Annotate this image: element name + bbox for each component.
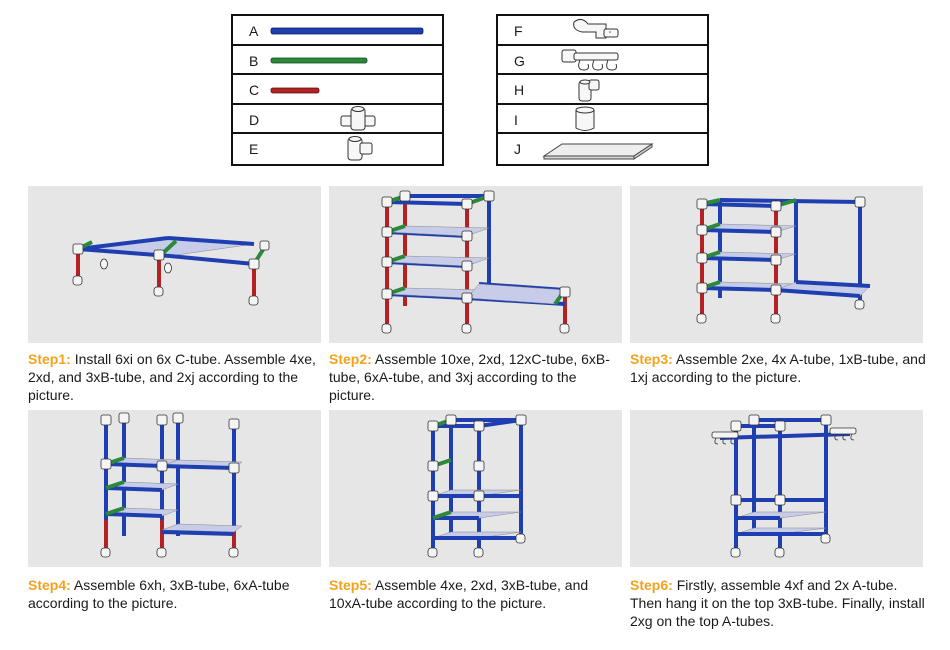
step-text: Assemble 4xe, 2xd, 3xB-tube, and 10xA-tu… xyxy=(329,577,589,611)
part-letter: B xyxy=(249,52,259,69)
step-label: Step1: xyxy=(28,351,71,367)
step4-rack-drawing xyxy=(100,412,243,558)
part-letter: G xyxy=(514,52,525,69)
part-letter: J xyxy=(514,141,521,158)
step-label: Step4: xyxy=(28,577,71,593)
part-letter: E xyxy=(249,141,259,158)
foot-cap-icon xyxy=(575,106,595,131)
part-row-a: A xyxy=(233,16,442,46)
part-letter: I xyxy=(514,111,518,128)
step6-caption: Step6: Firstly, assemble 4xf and 2x A-tu… xyxy=(630,576,926,630)
step3-caption: Step3: Assemble 2xe, 4x A-tube, 1xB-tube… xyxy=(630,350,926,386)
part-letter: D xyxy=(249,111,260,128)
hanger-clamp-icon xyxy=(573,18,619,39)
part-row-h: H xyxy=(498,75,707,105)
step-label: Step3: xyxy=(630,351,673,367)
step6-illustration xyxy=(630,410,923,567)
step1-illustration xyxy=(28,186,321,343)
elbow-connector-icon xyxy=(578,79,600,102)
step-label: Step5: xyxy=(329,577,372,593)
step4-caption: Step4: Assemble 6xh, 3xB-tube, 6xA-tube … xyxy=(28,576,324,612)
step-text: Assemble 10xe, 2xd, 12xC-tube, 6xB-tube,… xyxy=(329,351,610,403)
shelf-board-icon xyxy=(542,143,654,161)
step2-caption: Step2: Assemble 10xe, 2xd, 12xC-tube, 6x… xyxy=(329,350,625,404)
step-text: Assemble 2xe, 4x A-tube, 1xB-tube, and 1… xyxy=(630,351,926,385)
step-label: Step2: xyxy=(329,351,372,367)
step3-illustration xyxy=(630,186,923,343)
part-letter: A xyxy=(249,23,259,39)
part-letter: H xyxy=(514,82,525,99)
step1-caption: Step1: Install 6xi on 6x C-tube. Assembl… xyxy=(28,350,324,404)
step-text: Firstly, assemble 4xf and 2x A-tube. The… xyxy=(630,577,925,629)
part-letter: F xyxy=(514,23,523,39)
step-label: Step6: xyxy=(630,577,673,593)
three-way-connector-icon xyxy=(347,136,373,161)
step5-rack-drawing xyxy=(427,414,527,558)
part-row-e: E xyxy=(233,134,442,164)
step3-rack-drawing xyxy=(696,196,871,324)
step1-rack-drawing xyxy=(72,236,270,306)
step2-rack-drawing xyxy=(381,190,571,334)
step6-rack-drawing xyxy=(711,414,857,558)
short-red-tube-icon xyxy=(270,87,320,94)
part-row-g: G xyxy=(498,46,707,76)
step-text: Install 6xi on 6x C-tube. Assemble 4xe, … xyxy=(28,351,316,403)
parts-table-right: F G H xyxy=(496,14,709,166)
step5-caption: Step5: Assemble 4xe, 2xd, 3xB-tube, and … xyxy=(329,576,625,612)
step4-illustration xyxy=(28,410,321,567)
part-row-b: B xyxy=(233,46,442,76)
step2-illustration xyxy=(329,186,622,343)
long-blue-tube-icon xyxy=(270,27,424,35)
medium-green-tube-icon xyxy=(270,57,368,63)
part-row-f: F xyxy=(498,16,707,46)
hook-rack-icon xyxy=(561,49,619,71)
parts-table-left: A B C D E xyxy=(231,14,444,166)
four-way-connector-icon xyxy=(340,105,376,131)
part-row-c: C xyxy=(233,75,442,105)
part-row-j: J xyxy=(498,134,707,164)
step-text: Assemble 6xh, 3xB-tube, 6xA-tube accordi… xyxy=(28,577,290,611)
part-letter: C xyxy=(249,82,260,99)
step5-illustration xyxy=(329,410,622,567)
part-row-d: D xyxy=(233,105,442,135)
part-row-i: I xyxy=(498,105,707,135)
